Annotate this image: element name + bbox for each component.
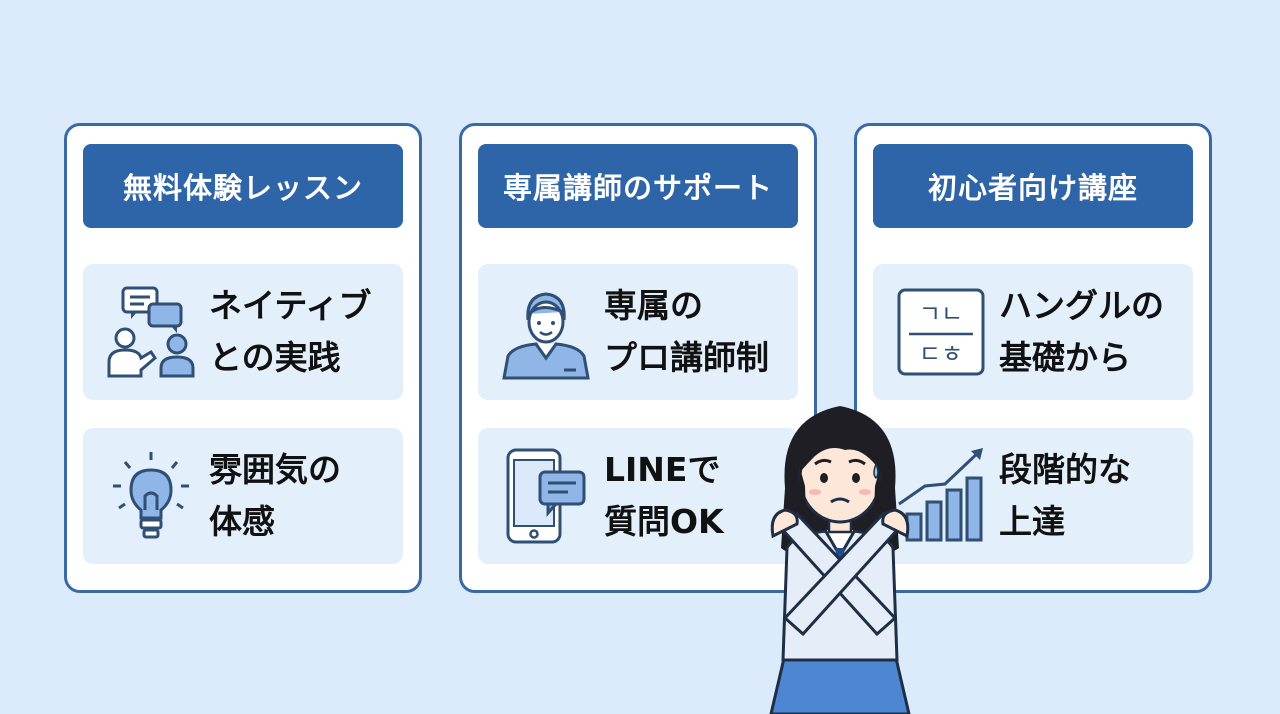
feature-native-practice: ネイティブ との実践 (83, 264, 403, 400)
card-dedicated-tutor: 専属講師のサポート 専属の プロ講師制 LINE (459, 123, 817, 593)
svg-text:ㄷㅎ: ㄷㅎ (919, 340, 963, 368)
feature-text: 専属の プロ講師制 (604, 286, 769, 377)
feature-atmosphere: 雰囲気の 体感 (83, 428, 403, 564)
feature-text: 段階的な 上達 (999, 450, 1131, 541)
feature-stepwise-progress: 段階的な 上達 (873, 428, 1193, 564)
growth-chart-icon (898, 448, 983, 542)
card-free-trial: 無料体験レッスン ネイティブ との実践 (64, 123, 422, 593)
worried-woman-crossed-arms-icon (769, 406, 911, 714)
teacher-icon (502, 292, 590, 380)
card-title: 無料体験レッスン (83, 144, 403, 228)
card-title: 専属講師のサポート (478, 144, 798, 228)
hangul-icon: ㄱㄴ ㄷㅎ (897, 288, 985, 376)
feature-text: LINEで 質問OK (604, 450, 724, 541)
feature-hangul-basics: ㄱㄴ ㄷㅎ ハングルの 基礎から (873, 264, 1193, 400)
feature-pro-teacher: 専属の プロ講師制 (478, 264, 798, 400)
feature-text: 雰囲気の 体感 (209, 450, 341, 541)
feature-text: ハングルの 基礎から (999, 286, 1164, 377)
smartphone-chat-icon (506, 448, 586, 544)
lightbulb-icon (113, 452, 189, 539)
conversation-icon (107, 286, 195, 378)
card-title: 初心者向け講座 (873, 144, 1193, 228)
card-beginner-course: 初心者向け講座 ㄱㄴ ㄷㅎ ハングルの 基礎から 段階的な 上達 (854, 123, 1212, 593)
svg-text:ㄱㄴ: ㄱㄴ (919, 300, 963, 328)
feature-text: ネイティブ との実践 (209, 286, 372, 377)
feature-line-questions: LINEで 質問OK (478, 428, 798, 564)
